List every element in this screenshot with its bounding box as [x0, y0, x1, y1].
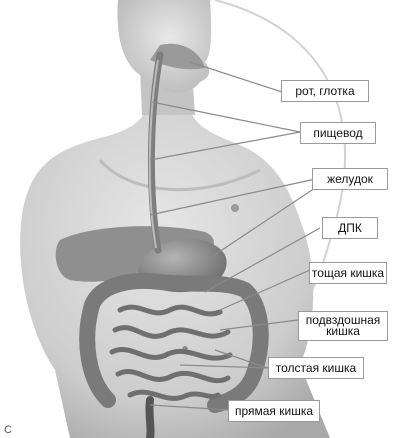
label-mouth-pharynx: рот, глотка — [281, 80, 369, 102]
label-duodenum: ДПК — [322, 217, 378, 239]
label-esophagus: пищевод — [300, 122, 376, 144]
corner-mark: С — [4, 424, 12, 436]
nipple-marker — [231, 204, 239, 212]
label-jejunum: тощая кишка — [309, 262, 387, 284]
label-rectum: прямая кишка — [228, 400, 320, 422]
label-colon: толстая кишка — [268, 357, 364, 379]
rectum — [149, 400, 150, 438]
label-stomach: желудок — [312, 168, 388, 190]
label-ileum: подвздошная кишка — [298, 311, 388, 341]
